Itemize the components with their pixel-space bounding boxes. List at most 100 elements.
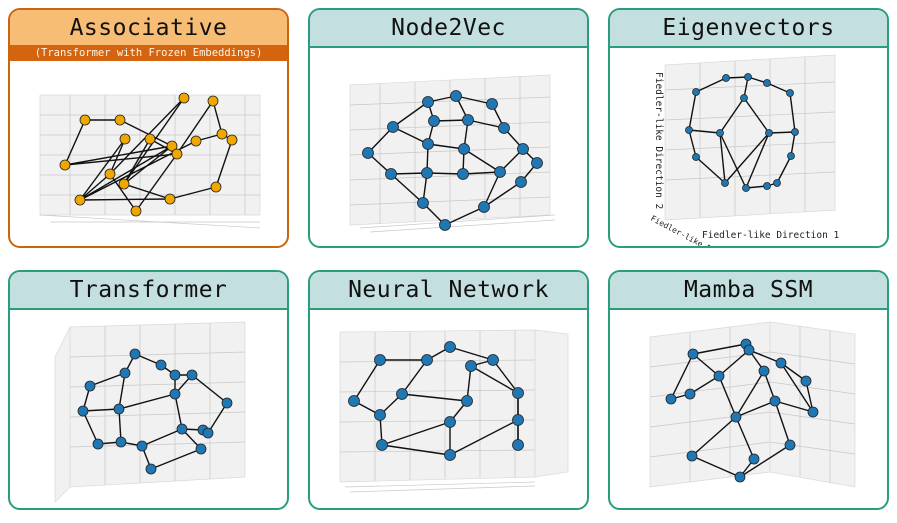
graph-edge <box>367 126 394 154</box>
graph-edge <box>688 129 721 134</box>
panel-header: Node2Vec <box>310 10 587 48</box>
graph-node <box>226 134 238 146</box>
panel-header: Transformer <box>10 272 287 310</box>
graph-edge <box>118 372 126 410</box>
graph-edge <box>135 153 178 212</box>
graph-edge <box>123 138 151 185</box>
graph-node <box>462 114 474 126</box>
graph-node <box>104 168 116 180</box>
graph-edge <box>688 91 697 131</box>
y-axis-label: Fiedler-like Direction 2 <box>653 72 664 209</box>
graph-edge <box>689 375 720 395</box>
graph-plot-transformer <box>54 321 246 503</box>
graph-node <box>716 129 724 137</box>
graph-node <box>129 348 141 360</box>
graph-node <box>428 115 440 127</box>
graph-node <box>730 411 742 423</box>
graph-edge <box>191 374 228 404</box>
graph-node <box>114 114 126 126</box>
panel-title: Eigenvectors <box>662 15 835 41</box>
graph-plot-associative <box>39 92 261 229</box>
graph-node <box>665 393 677 405</box>
panel-header: Mamba SSM <box>610 272 887 310</box>
graph-node <box>166 140 178 152</box>
graph-edge <box>449 346 494 361</box>
graph-node <box>512 439 524 451</box>
graph-node <box>376 439 388 451</box>
graph-node <box>74 194 86 206</box>
graph-edge <box>89 372 126 387</box>
graph-edge <box>774 400 814 413</box>
graph-node <box>692 88 700 96</box>
graph-edge <box>444 206 485 226</box>
graph-edge <box>381 421 451 446</box>
graph-edge <box>735 416 755 460</box>
graph-edge <box>719 132 747 189</box>
graph-edge <box>109 173 137 212</box>
graph-node <box>178 92 190 104</box>
graph-node <box>362 147 374 159</box>
graph-node <box>775 357 787 369</box>
graph-node <box>800 375 812 387</box>
graph-edge <box>790 131 796 157</box>
graph-node <box>763 182 771 190</box>
plot-axes <box>39 94 261 229</box>
graph-node <box>136 440 148 452</box>
graph-node <box>743 344 755 356</box>
graph-node <box>457 168 469 180</box>
graph-node <box>742 184 750 192</box>
graph-node <box>515 176 527 188</box>
graph-node <box>807 406 819 418</box>
graph-edge <box>79 145 173 201</box>
graph-node <box>517 143 529 155</box>
graph-edge <box>123 183 171 200</box>
graph-node <box>444 449 456 461</box>
graph-edge <box>774 400 791 446</box>
graph-edge <box>118 393 176 410</box>
panel-eigenvectors: Eigenvectors Fiedler-like Direction 2 Fi… <box>608 8 889 248</box>
graph-edge <box>381 444 451 456</box>
graph-node <box>348 395 360 407</box>
graph-node <box>531 157 543 169</box>
graph-node <box>210 181 222 193</box>
graph-node <box>202 427 214 439</box>
graph-edge <box>483 181 522 208</box>
graph-edge <box>449 419 519 456</box>
graph-edge <box>695 156 726 184</box>
graph-edge <box>79 198 171 201</box>
graph-edge <box>718 375 737 418</box>
graph-plot-eigenvectors: Fiedler-like Direction 2 Fiedler-like Di… <box>649 54 840 246</box>
graph-node <box>786 89 794 97</box>
graph-edge <box>735 400 776 418</box>
panel-subtitle-bar: (Transformer with Frozen Embeddings) <box>10 45 287 61</box>
graph-edge <box>119 119 173 147</box>
graph-node <box>721 179 729 187</box>
plot-axes <box>349 74 556 233</box>
panel-neural-network: Neural Network <box>308 270 589 510</box>
graph-node <box>444 416 456 428</box>
graph-node <box>787 152 795 160</box>
graph-edge <box>743 97 770 134</box>
graph-node <box>119 367 131 379</box>
graph-edge <box>789 92 796 133</box>
panel-subtitle: (Transformer with Frozen Embeddings) <box>34 47 263 59</box>
graph-node <box>396 388 408 400</box>
graph-nodes <box>77 348 233 475</box>
graph-edge <box>463 148 501 173</box>
panel-title: Transformer <box>69 277 228 303</box>
graph-node <box>92 438 104 450</box>
graph-node <box>498 122 510 134</box>
graph-edge <box>492 359 519 394</box>
graph-node <box>387 121 399 133</box>
panel-transformer: Transformer <box>8 270 289 510</box>
graph-edge <box>401 393 468 402</box>
graph-plot-neural-network <box>339 329 569 493</box>
graph-edge <box>401 359 428 395</box>
graph-node <box>692 153 700 161</box>
graph-edge <box>735 370 765 418</box>
graph-node <box>422 138 434 150</box>
graph-edge <box>780 362 814 413</box>
graph-node <box>444 341 456 353</box>
graph-edge <box>64 145 173 166</box>
graph-edge <box>776 155 792 184</box>
